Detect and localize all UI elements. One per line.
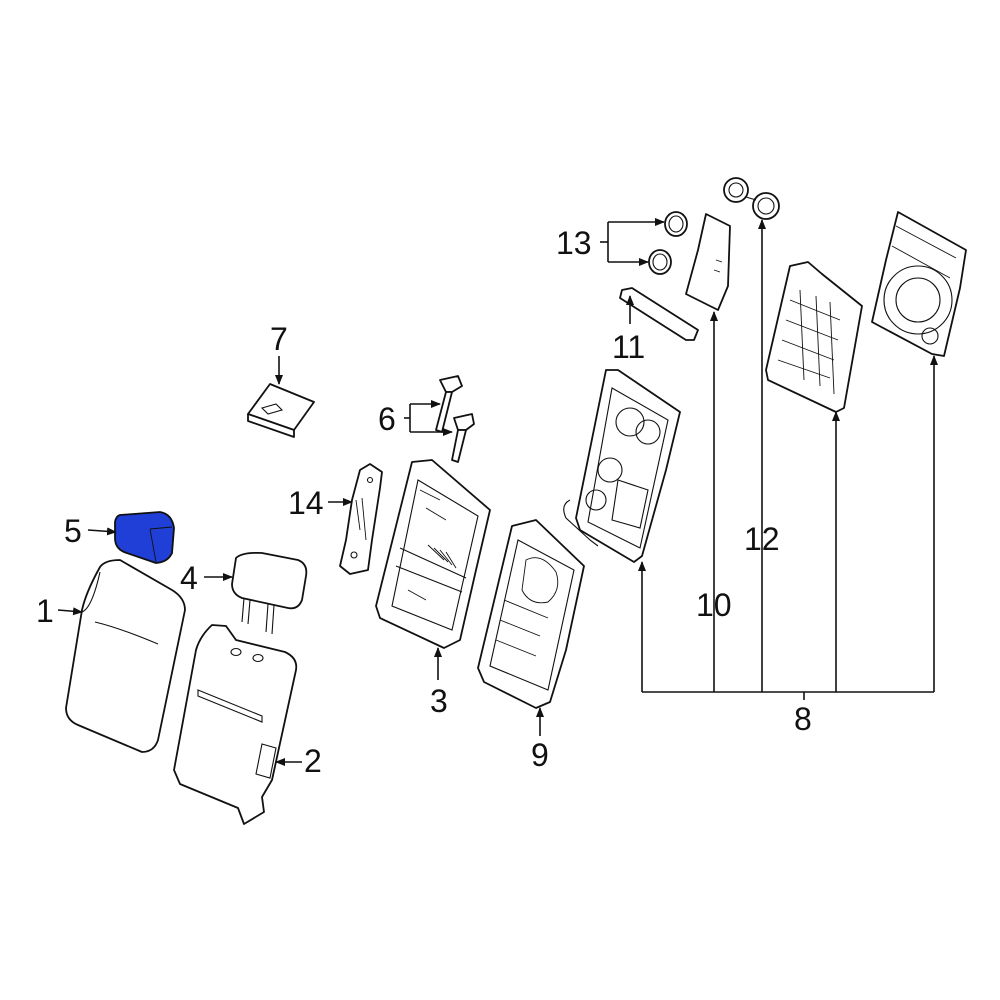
part-11-bar[interactable] [619,287,699,341]
part-10-trim[interactable] [685,213,731,311]
callout-9[interactable]: 9 [531,737,549,773]
part-7-bracket[interactable] [247,383,315,438]
callout-leaders [57,218,938,766]
callout-12[interactable]: 12 [744,521,780,557]
callout-labels: 1 2 3 4 5 6 7 8 9 10 11 12 13 14 [36,225,812,779]
callout-14[interactable]: 14 [288,485,324,521]
part-8-right-panel[interactable] [871,211,967,357]
part-14-hinge[interactable] [339,463,383,575]
callout-6[interactable]: 6 [378,401,396,437]
part-8-mechanism-frame[interactable] [563,369,681,563]
part-5-headrest-cover[interactable] [114,511,175,564]
part-6-bolts[interactable] [435,375,475,463]
part-4-headrest[interactable] [231,551,308,635]
callout-2[interactable]: 2 [304,743,322,779]
part-8-middle-panel[interactable] [765,261,863,413]
callout-4[interactable]: 4 [180,560,198,596]
callout-5[interactable]: 5 [64,513,82,549]
callout-10[interactable]: 10 [696,587,732,623]
part-12-caps[interactable] [723,177,780,220]
part-9-panel[interactable] [477,519,585,709]
part-3-seatback-frame[interactable] [375,459,491,649]
callout-8[interactable]: 8 [794,701,812,737]
callout-3[interactable]: 3 [430,683,448,719]
part-13-caps[interactable] [648,211,688,275]
callout-7[interactable]: 7 [270,321,288,357]
part-1-seatback-cover[interactable] [65,559,186,753]
callout-11[interactable]: 11 [612,329,645,365]
callout-13[interactable]: 13 [556,225,592,261]
callout-1[interactable]: 1 [36,593,54,629]
part-2-seatback-trim[interactable] [173,624,298,825]
